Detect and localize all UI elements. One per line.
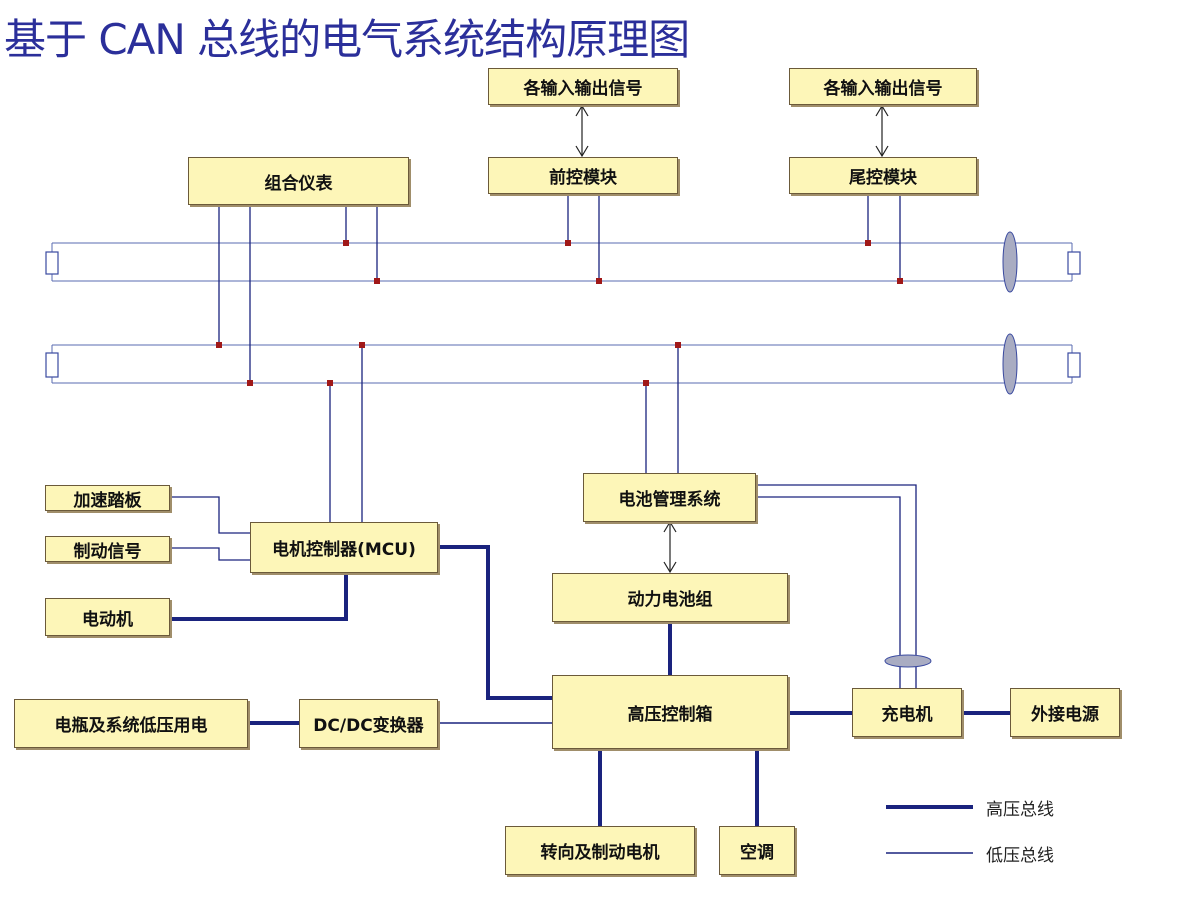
page-title: 基于 CAN 总线的电气系统结构原理图	[4, 15, 690, 64]
brake-signal-box: 制动信号	[45, 536, 170, 562]
dcdc-converter-box: DC/DC变换器	[299, 699, 438, 748]
legend-low-voltage: 低压总线	[986, 846, 1054, 866]
bidirectional-arrows	[575, 104, 889, 574]
motor-controller-box: 电机控制器(MCU)	[250, 522, 438, 573]
can-bus-2	[45, 333, 1081, 395]
io-signals-rear-box: 各输入输出信号	[789, 68, 977, 105]
cable-ring	[884, 654, 932, 668]
motor-box: 电动机	[45, 598, 170, 636]
high-voltage-links	[170, 545, 1010, 826]
battery-management-box: 电池管理系统	[583, 473, 756, 522]
instrument-cluster-box: 组合仪表	[188, 157, 409, 205]
io-signals-front-box: 各输入输出信号	[488, 68, 678, 105]
can-bus-1	[45, 231, 1081, 293]
external-power-box: 外接电源	[1010, 688, 1120, 737]
charger-box: 充电机	[852, 688, 962, 737]
power-battery-box: 动力电池组	[552, 573, 788, 622]
bus-connection-points	[216, 240, 903, 386]
steering-brake-motor-box: 转向及制动电机	[505, 826, 695, 875]
legend-high-voltage: 高压总线	[986, 800, 1054, 820]
low-voltage-links	[170, 194, 917, 688]
rear-control-module-box: 尾控模块	[789, 157, 977, 194]
accelerator-pedal-box: 加速踏板	[45, 485, 170, 511]
low-voltage-loads-box: 电瓶及系统低压用电	[14, 699, 248, 748]
air-conditioner-box: 空调	[719, 826, 795, 875]
front-control-module-box: 前控模块	[488, 157, 678, 194]
hv-control-box: 高压控制箱	[552, 675, 788, 749]
